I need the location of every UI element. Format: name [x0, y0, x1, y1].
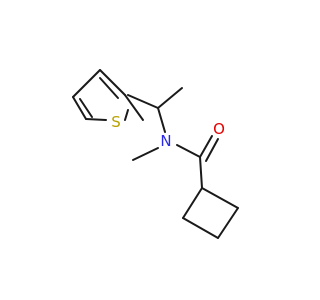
bond-c3-c2-inner: [79, 98, 93, 118]
bond-ch-n: [157, 107, 166, 133]
molecule-diagram: S N O: [72, 69, 239, 239]
bond-cb-1: [201, 187, 239, 209]
bond-carbonyl-o: [199, 135, 213, 158]
bond-cb-4: [182, 187, 203, 219]
bond-c4-c3: [72, 69, 101, 98]
bond-s-c5-side: [124, 109, 129, 121]
bond-carbonyl-o-second: [205, 138, 219, 162]
oxygen-label: O: [213, 120, 225, 138]
bond-n-methyl: [132, 147, 159, 161]
bond-ring-to-ch: [127, 94, 159, 109]
bond-s-c5: [124, 94, 144, 121]
bond-cb-3: [182, 217, 219, 239]
bond-c5-c4-inner: [99, 77, 119, 99]
bond-ch-methyl: [157, 87, 183, 109]
nitrogen-label: N: [160, 132, 171, 150]
bond-n-carbonyl: [176, 144, 201, 158]
bond-c2-s: [85, 118, 107, 121]
bond-c5-c4: [99, 69, 126, 96]
bond-c3-c2: [72, 96, 87, 120]
bond-cb-2: [217, 207, 239, 239]
sulfur-label: S: [111, 113, 121, 131]
bond-carbonyl-cyclobutyl: [199, 156, 203, 189]
structure-drawing: S N O: [72, 69, 239, 239]
